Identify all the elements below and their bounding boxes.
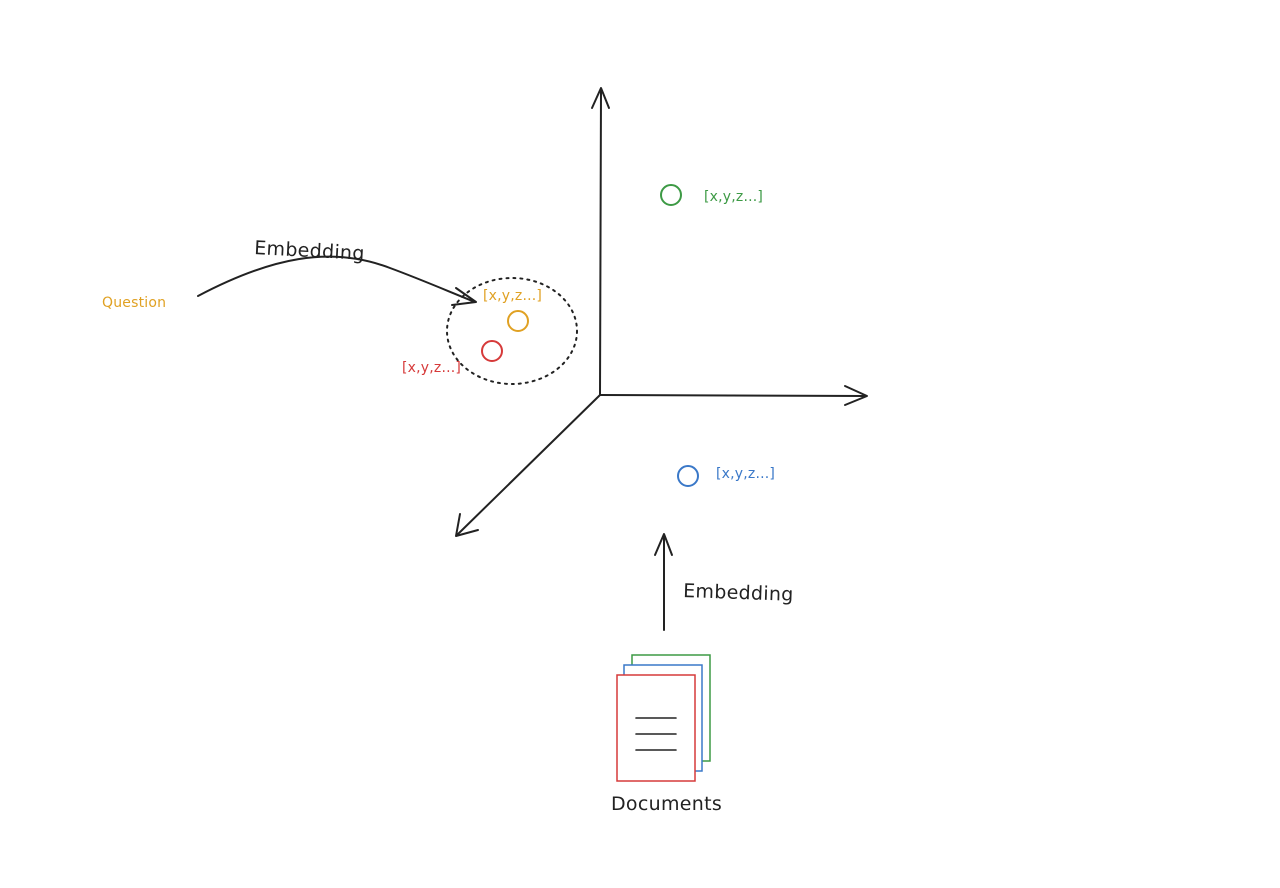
question-embedding-arrow — [197, 255, 477, 306]
orange-vector-point — [507, 310, 529, 332]
documents-arrow-arrowhead — [654, 533, 673, 556]
red-vector-point — [481, 340, 503, 362]
y-axis-arrowhead — [591, 87, 610, 109]
y-axis — [599, 89, 602, 396]
question-arrow-arrowhead — [451, 287, 477, 306]
z-axis-arrowhead — [455, 513, 479, 537]
z-axis — [456, 394, 601, 536]
document-page-front — [616, 674, 696, 782]
documents-label: Documents — [611, 793, 722, 815]
axes — [455, 87, 868, 537]
red-vector-label: [x,y,z...] — [402, 360, 461, 376]
x-axis — [599, 394, 867, 397]
blue-vector-point — [677, 465, 699, 487]
question-label: Question — [102, 295, 166, 311]
green-vector-point — [660, 184, 682, 206]
blue-vector-label: [x,y,z...] — [716, 466, 775, 482]
question-arrow-curve — [197, 255, 476, 303]
question-embedding-label: Embedding — [254, 237, 365, 265]
documents-icon — [616, 654, 711, 782]
orange-vector-label: [x,y,z...] — [483, 288, 542, 304]
x-axis-arrowhead — [844, 385, 868, 406]
documents-embedding-arrow — [654, 533, 673, 631]
green-vector-label: [x,y,z...] — [704, 189, 763, 205]
documents-embedding-label: Embedding — [683, 580, 794, 606]
similarity-cluster — [446, 277, 578, 385]
